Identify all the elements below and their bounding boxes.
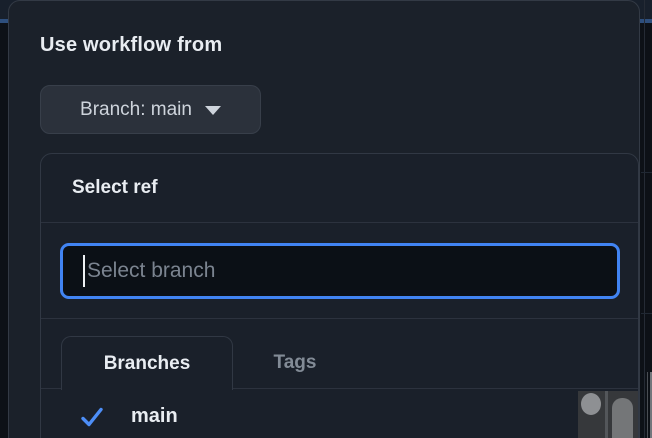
tab-tags[interactable]: Tags <box>233 336 357 389</box>
list-scrollbar-thumb[interactable] <box>581 393 601 415</box>
ref-type-tabs: Branches Tags <box>41 319 638 390</box>
triangle-down-icon <box>204 106 221 115</box>
use-workflow-from-heading: Use workflow from <box>40 34 223 56</box>
ref-item-label: main <box>131 405 178 427</box>
check-icon <box>81 407 103 426</box>
search-section <box>41 223 638 319</box>
page-scrollbar-edge <box>647 372 648 438</box>
background-border-line <box>644 0 645 438</box>
list-scrollbar-thumb[interactable] <box>612 398 633 438</box>
branch-search-box[interactable] <box>60 243 620 299</box>
list-scrollbar-track[interactable] <box>608 391 638 438</box>
background-row-divider <box>641 172 652 173</box>
branch-selector-button[interactable]: Branch: main <box>40 85 261 134</box>
list-scrollbar-track[interactable] <box>578 391 605 438</box>
background-row-divider <box>641 313 652 314</box>
select-ref-dialog: Select ref Branches Tags <box>40 153 639 438</box>
dialog-title: Select ref <box>41 154 638 223</box>
branch-search-input[interactable] <box>85 246 617 296</box>
ref-list: main <box>41 389 638 438</box>
tab-tags-label: Tags <box>273 351 317 373</box>
ref-list-item-main[interactable]: main <box>41 389 638 438</box>
run-workflow-popover: Use workflow from Branch: main Select re… <box>8 0 640 438</box>
page-scrollbar-thumb[interactable] <box>650 372 652 438</box>
scrollbar-separator <box>605 391 608 438</box>
tab-branches-label: Branches <box>103 352 191 374</box>
tab-branches[interactable]: Branches <box>61 336 233 390</box>
branch-selector-label: Branch: main <box>80 98 192 120</box>
text-cursor <box>83 255 85 287</box>
